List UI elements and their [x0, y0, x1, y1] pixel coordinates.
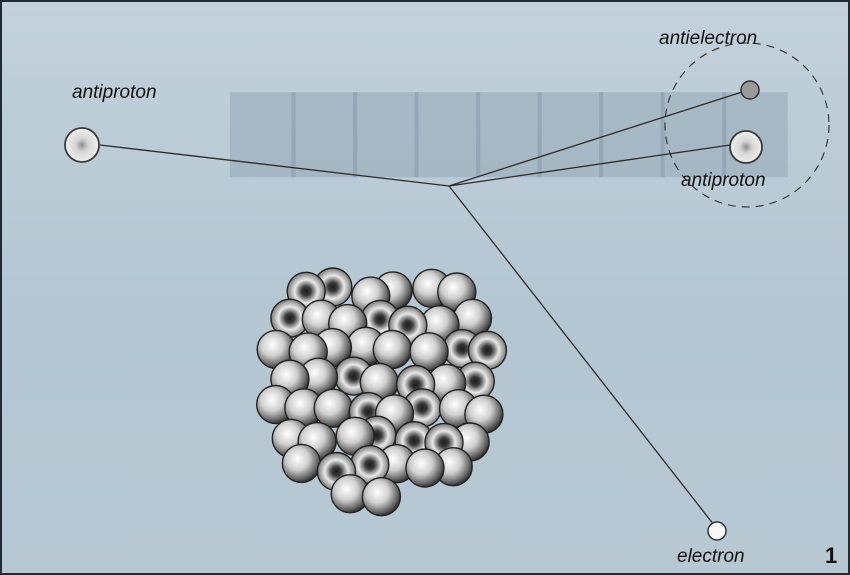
label-antiproton-right: antiproton: [681, 171, 766, 190]
figure-number: 1: [825, 545, 837, 567]
nucleon-proton: [282, 444, 320, 482]
nucleon-proton: [373, 331, 411, 369]
nucleus-cluster-icon: [257, 268, 507, 516]
nucleon-proton: [406, 449, 444, 487]
label-antiproton-left: antiproton: [72, 83, 157, 102]
track-left-antiproton: [100, 145, 449, 186]
electron-particle: [708, 522, 726, 540]
label-antielectron: antielectron: [659, 29, 757, 48]
nucleon-proton: [362, 478, 400, 516]
antiproton-left-particle: [65, 128, 99, 162]
antiproton-right-particle: [730, 131, 762, 163]
label-electron: electron: [677, 547, 745, 566]
antielectron-particle: [741, 81, 759, 99]
